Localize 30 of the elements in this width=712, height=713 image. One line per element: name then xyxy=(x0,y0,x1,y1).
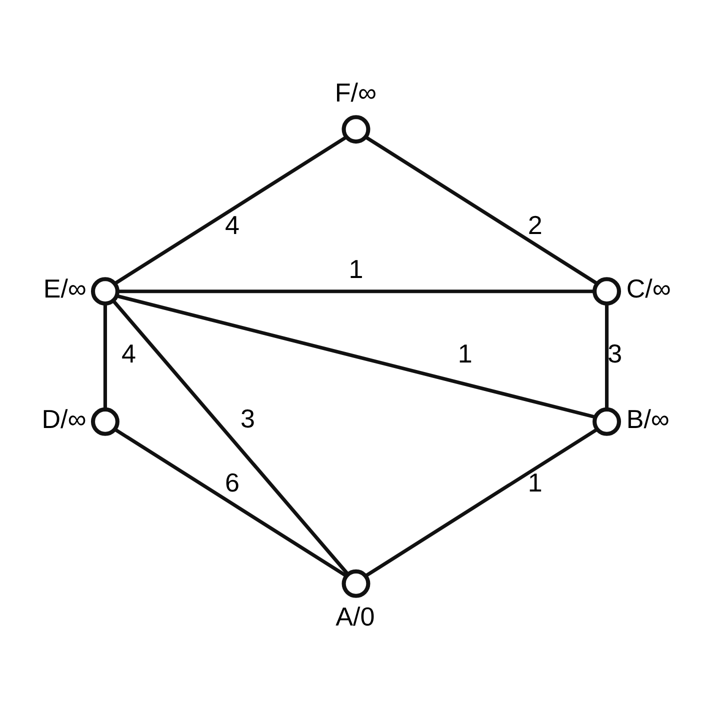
edge-label: 1 xyxy=(528,467,542,498)
node-label: D/∞ xyxy=(42,404,86,434)
node-circle xyxy=(342,569,370,598)
edge-label: 6 xyxy=(224,467,240,498)
edge-label: 3 xyxy=(240,404,255,434)
edge-label: 4 xyxy=(121,338,136,369)
connector xyxy=(116,294,596,419)
node-label: A/0 xyxy=(336,602,375,632)
node-label: C/∞ xyxy=(626,274,671,304)
edge-label: 2 xyxy=(528,210,542,240)
connector xyxy=(364,428,598,578)
node-circle xyxy=(592,407,622,436)
connector xyxy=(364,135,598,286)
node-circle xyxy=(90,277,120,306)
edge-label: 1 xyxy=(348,254,364,284)
node-circle xyxy=(592,277,622,306)
node-label: E/∞ xyxy=(43,274,87,304)
connector xyxy=(114,135,348,286)
node-label: B/∞ xyxy=(626,404,670,434)
connector xyxy=(118,290,594,294)
connector xyxy=(114,428,348,578)
edge-label: 4 xyxy=(224,210,240,240)
connector xyxy=(103,304,107,410)
connector xyxy=(112,300,350,576)
node-circle xyxy=(342,115,370,144)
connector xyxy=(605,304,609,410)
edge-label: 3 xyxy=(608,338,622,369)
edge-label: 1 xyxy=(458,338,472,369)
node-circle xyxy=(90,407,120,436)
node-label: F/∞ xyxy=(334,77,377,108)
